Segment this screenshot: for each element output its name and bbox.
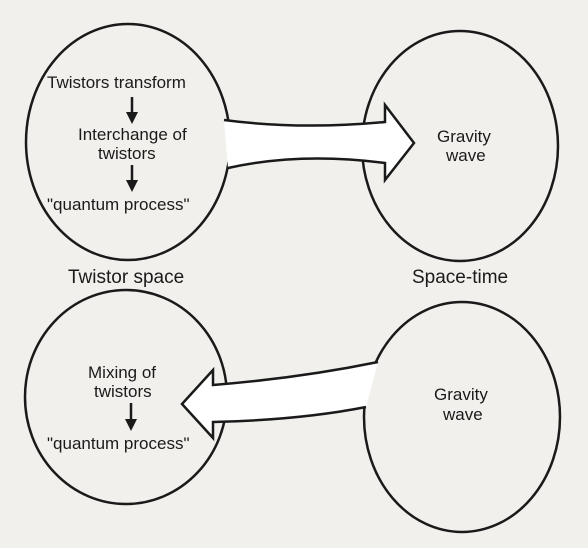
- twistor-space-caption: Twistor space: [68, 267, 184, 288]
- mixing-of-label: Mixing of: [88, 363, 156, 382]
- down-arrow-icon: [125, 403, 137, 431]
- bottom-arrow-to-twistor-space: [180, 360, 379, 442]
- gravity-label: Gravity: [437, 127, 491, 146]
- twistors-label: twistors: [94, 382, 152, 401]
- space-time-caption: Space-time: [412, 267, 508, 288]
- bottom-space-time-ellipse: [362, 300, 562, 534]
- quantum-process-label: "quantum process": [47, 195, 189, 214]
- down-arrow-icon: [126, 97, 138, 124]
- twistors-transform-label: Twistors transform: [47, 73, 186, 92]
- twistors-label: twistors: [98, 144, 156, 163]
- wave-label: wave: [445, 146, 486, 165]
- top-arrow-to-space-time: [223, 101, 416, 184]
- quantum-process-label: "quantum process": [47, 434, 189, 453]
- wave-label: wave: [442, 405, 483, 424]
- interchange-of-label: Interchange of: [78, 125, 187, 144]
- down-arrow-icon: [126, 165, 138, 192]
- gravity-label: Gravity: [434, 385, 488, 404]
